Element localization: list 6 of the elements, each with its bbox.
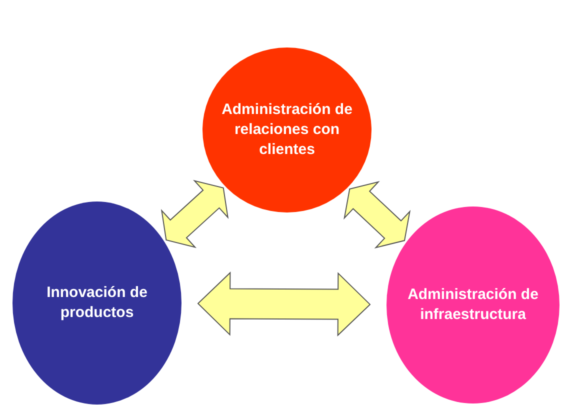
double-block-arrow bbox=[197, 272, 371, 336]
double-block-arrow bbox=[344, 181, 411, 248]
node-label: Administración de relaciones con clientes bbox=[220, 100, 354, 160]
node-label: Innovación de productos bbox=[46, 283, 148, 323]
node-label: Administración de infraestructura bbox=[406, 285, 540, 325]
double-block-arrow bbox=[160, 180, 229, 248]
